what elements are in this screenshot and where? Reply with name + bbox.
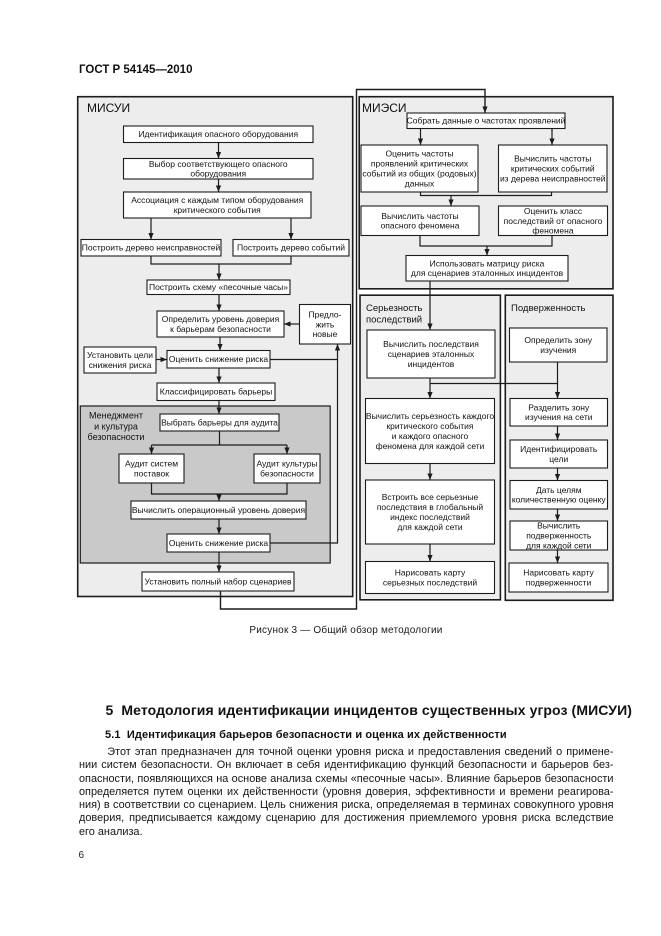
svg-text:Установить полный набор сценар: Установить полный набор сценариев <box>145 577 292 587</box>
svg-text:Построить схему «песочные часы: Построить схему «песочные часы» <box>149 282 288 292</box>
svg-text:МИСУИ: МИСУИ <box>87 101 130 115</box>
svg-text:МИЭСИ: МИЭСИ <box>362 101 407 115</box>
svg-text:Вычислить операционный уровень: Вычислить операционный уровень доверия <box>132 505 306 515</box>
svg-text:Собрать данные о частотах проя: Собрать данные о частотах проявлений <box>407 116 566 126</box>
svg-text:Ассоциация с каждым типом обор: Ассоциация с каждым типом оборудованиякр… <box>131 195 303 215</box>
svg-text:Подверженность: Подверженность <box>511 303 585 314</box>
svg-text:Выбрать барьеры для аудита: Выбрать барьеры для аудита <box>161 418 278 428</box>
svg-text:Оценить снижение риска: Оценить снижение риска <box>169 538 269 548</box>
svg-text:Построить дерево событий: Построить дерево событий <box>237 243 345 253</box>
svg-text:Классифицировать барьеры: Классифицировать барьеры <box>160 387 272 397</box>
svg-text:Построить дерево неисправносте: Построить дерево неисправностей <box>82 243 221 253</box>
svg-text:Идентификация опасного оборудо: Идентификация опасного оборудования <box>138 129 298 139</box>
svg-text:Оценить снижение риска: Оценить снижение риска <box>169 354 269 364</box>
svg-text:Выбор соответствующего опасног: Выбор соответствующего опасногооборудова… <box>149 159 288 179</box>
